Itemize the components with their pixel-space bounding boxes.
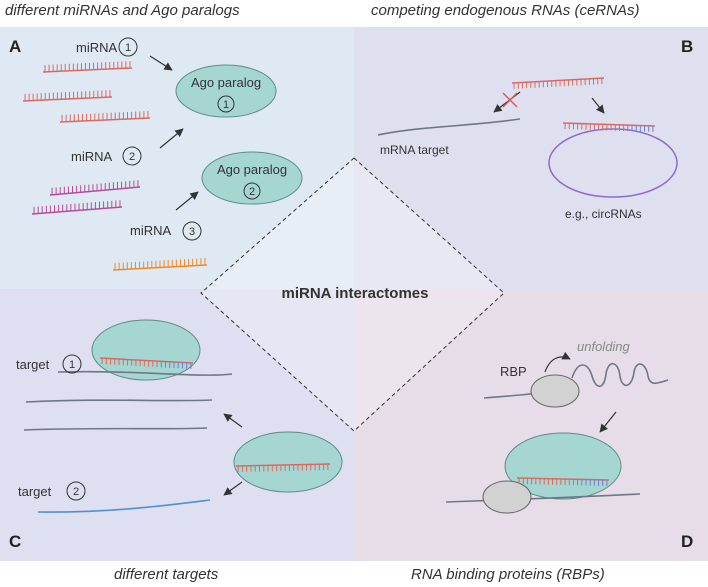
- ago-number-circle-2: [243, 182, 261, 200]
- mirna-strand-red-3: [59, 111, 151, 123]
- ago-paralog-1: [175, 64, 277, 118]
- mrna-target-strand: [377, 118, 521, 136]
- block-x-icon-stroke: [502, 92, 518, 108]
- target-other-strand-2: [23, 427, 208, 431]
- panel-letter-d: D: [681, 532, 694, 551]
- panel-c: target 1 target 2: [16, 319, 343, 513]
- arrow-down-to-complex: [599, 411, 617, 433]
- mirna-strand-bound-d: [516, 477, 610, 486]
- ago-label-2: Ago paralog: [217, 162, 287, 177]
- target-2-strand: [37, 499, 211, 513]
- arrow-to-target-2: [223, 481, 243, 496]
- mirna-strand-orange: [112, 258, 208, 271]
- ago-number-circle-1: [217, 95, 235, 113]
- caption-top-right: competing endogenous RNAs (ceRNAs): [371, 2, 640, 19]
- mirna-strands: [22, 61, 656, 486]
- mirna-label-1: miRNA: [76, 40, 117, 55]
- target-label-1: target: [16, 357, 50, 372]
- mirna-strand-bound-b: [562, 122, 656, 132]
- ago-paralog-2: [201, 151, 303, 205]
- arrow-to-circrna: [591, 97, 605, 114]
- panel-a: Ago paralog 1 Ago paralog 2 miRNA 1 miRN…: [71, 37, 303, 241]
- mirna-strand-magenta-1: [49, 180, 141, 196]
- panel-d-background: [354, 289, 708, 561]
- unfolding-label: unfolding: [577, 339, 631, 354]
- arrow-mirna2-to-ago1: [159, 128, 184, 149]
- mirna-number-circle-1: [118, 37, 138, 57]
- mirna-strand-red-2: [22, 90, 113, 102]
- mirna-number-1: 1: [125, 42, 131, 54]
- arrow-to-other-targets: [223, 413, 243, 428]
- mirna-strand-red-1: [42, 61, 133, 73]
- target-number-circle-2: [66, 481, 86, 501]
- panel-letter-b: B: [681, 37, 694, 56]
- mirna-number-circle-3: [182, 221, 202, 241]
- ago-complex-d: [504, 432, 622, 500]
- panel-b: mRNA target e.g., circRNAs: [377, 91, 678, 221]
- mirna-number-3: 3: [189, 226, 195, 238]
- center-diamond: [200, 157, 505, 432]
- circrna-label: e.g., circRNAs: [565, 207, 642, 221]
- arrow-mirna3-to-ago2: [175, 191, 199, 211]
- rbp-shape-bound: [482, 480, 532, 514]
- target-1-strand: [57, 370, 233, 376]
- mirna-strand-free-c: [235, 463, 331, 472]
- mirna-label-3: miRNA: [130, 223, 171, 238]
- panel-letter-a: A: [9, 37, 22, 56]
- mirna-number-circle-2: [122, 146, 142, 166]
- target-label-2: target: [18, 484, 52, 499]
- ago-complex-free: [233, 431, 343, 493]
- caption-bottom-right: RNA binding proteins (RBPs): [411, 566, 605, 583]
- circrna-loop: [548, 128, 678, 198]
- panel-d: RBP unfolding: [445, 339, 669, 514]
- ago-label-1: Ago paralog: [191, 75, 261, 90]
- mirna-strand-magenta-2: [31, 200, 123, 215]
- target-strand-d: [445, 493, 641, 503]
- target-other-strand-1: [25, 399, 213, 403]
- unfolding-structure: [571, 362, 669, 388]
- caption-top-left: different miRNAs and Ago paralogs: [5, 2, 240, 19]
- panel-b-background: [354, 27, 708, 289]
- rbp-label: RBP: [500, 364, 527, 379]
- mirna-label-2: miRNA: [71, 149, 112, 164]
- target-number-2: 2: [73, 486, 79, 498]
- mirna-strand-free-b: [511, 77, 605, 89]
- mirna-strand-bound-c: [99, 357, 194, 369]
- center-label: miRNA interactomes: [282, 285, 429, 302]
- ago-number-1: 1: [223, 99, 229, 111]
- blocked-arrow: [493, 91, 521, 113]
- caption-bottom-left: different targets: [114, 566, 219, 583]
- mrna-target-label: mRNA target: [380, 143, 449, 157]
- ago-number-2: 2: [249, 186, 255, 198]
- rbp-shape: [530, 374, 580, 408]
- ago-complex-bound: [91, 319, 201, 381]
- arrow-mirna1-to-ago1: [149, 55, 173, 71]
- target-number-1: 1: [69, 359, 75, 371]
- rbp-curved-arrow: [544, 351, 571, 373]
- panel-letter-c: C: [9, 532, 22, 551]
- target-number-circle-1: [62, 354, 82, 374]
- mirna-number-2: 2: [129, 151, 135, 163]
